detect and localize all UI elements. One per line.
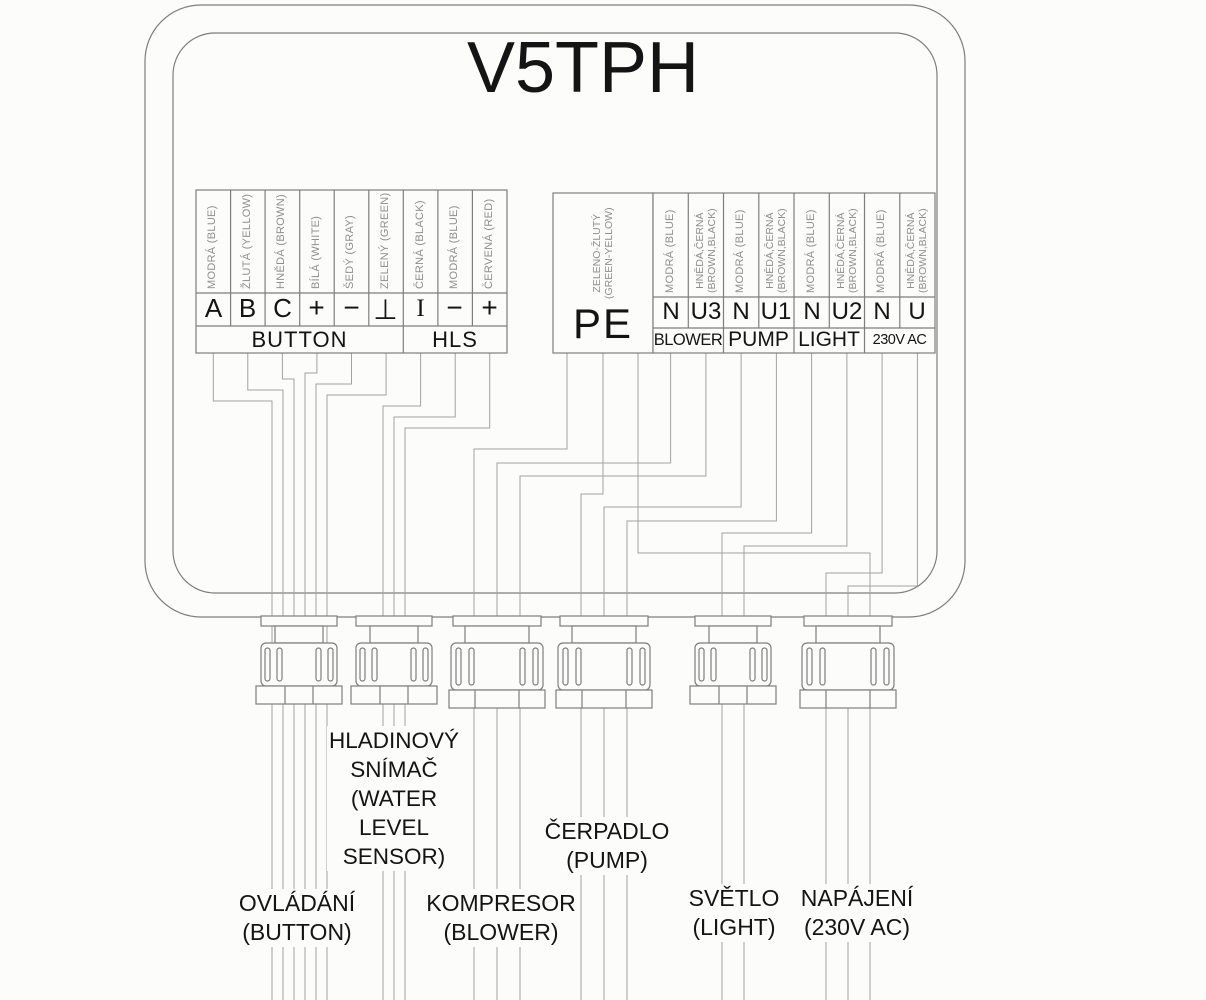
- cable-label-light: SVĚTLO (LIGHT): [679, 884, 789, 942]
- terminal-minus: −: [343, 292, 360, 323]
- group-label-light: LIGHT: [798, 328, 860, 351]
- cable-label-power: NAPÁJENÍ (230V AC): [791, 884, 923, 942]
- terminal-blocks: [195, 189, 936, 354]
- terminal-n: N: [732, 298, 750, 325]
- terminal-c: C: [273, 293, 292, 323]
- cable-label-blower: KOMPRESOR (BLOWER): [424, 889, 578, 947]
- wire-color-label: MODRÁ (BLUE): [664, 209, 676, 293]
- wire-color-label: MODRÁ (BLUE): [805, 209, 817, 293]
- group-label-hls: HLS: [432, 327, 478, 352]
- terminal-minus: −: [446, 292, 463, 323]
- terminal-a: A: [204, 293, 223, 323]
- terminal-u: U: [908, 298, 926, 325]
- wire-color-label: HNĚDÁ,ČERNÁ (BROWN,BLACK): [694, 208, 718, 293]
- wire-color-label: HNĚDÁ (BROWN): [275, 194, 287, 289]
- cable-label-water-level-sensor: HLADINOVÝ SNÍMAČ (WATER LEVEL SENSOR): [327, 726, 461, 871]
- terminal-b: B: [238, 293, 257, 323]
- group-label-blower: BLOWER: [653, 331, 723, 349]
- terminal-pe: PE: [572, 300, 634, 347]
- cable-gland-pump: [555, 615, 653, 709]
- terminal-i: I: [416, 295, 425, 322]
- terminal-u2: U2: [831, 298, 863, 325]
- group-label-230v-ac: 230V AC: [872, 332, 927, 348]
- cable-gland-blower: [448, 615, 546, 709]
- terminal-n: N: [662, 298, 680, 325]
- cable-label-button: OVLÁDÁNÍ (BUTTON): [212, 889, 382, 947]
- wire-color-label: HNĚDÁ,ČERNÁ (BROWN,BLACK): [905, 208, 929, 293]
- wire-color-label: MODRÁ (BLUE): [734, 209, 746, 293]
- cable-gland-water-level: [350, 615, 438, 705]
- terminal-ground: ⊥: [373, 294, 398, 325]
- terminal-u1: U1: [760, 298, 792, 325]
- terminal-n: N: [803, 298, 821, 325]
- cable-gland-light: [689, 615, 777, 705]
- wire-color-label: HNĚDÁ,ČERNÁ (BROWN,BLACK): [764, 208, 788, 293]
- wire-color-label: ŠEDÝ (GRAY): [344, 215, 356, 289]
- wires: [212, 353, 918, 1000]
- cable-gland-power: [799, 615, 897, 709]
- group-label-button: BUTTON: [251, 327, 348, 352]
- group-label-pump: PUMP: [728, 328, 789, 351]
- wire-color-label: ZELENÝ (GREEN): [379, 192, 391, 290]
- wire-color-label: MODRÁ (BLUE): [875, 209, 887, 293]
- pe-terminal-cell: [552, 192, 654, 354]
- wire-color-label: ŽLUTÁ (YELLOW): [241, 193, 253, 289]
- wire-color-label: BÍLÁ (WHITE): [310, 215, 322, 289]
- wire-color-label: ČERVENÁ (RED): [483, 198, 495, 290]
- cable-glands: [255, 615, 897, 709]
- terminal-u3: U3: [690, 298, 722, 325]
- terminal-plus: +: [481, 292, 498, 323]
- wire-color-label-pe: ZELENO-ŽLUTÝ (GREEN-YELLOW): [591, 207, 615, 299]
- terminal-n: N: [873, 298, 891, 325]
- wire-color-label: MODRÁ (BLUE): [206, 205, 218, 289]
- wire-color-label: HNĚDÁ,ČERNÁ (BROWN,BLACK): [835, 208, 859, 293]
- terminal-plus: +: [308, 292, 325, 323]
- cable-label-pump: ČERPADLO (PUMP): [527, 817, 687, 875]
- enclosure-outline: [144, 4, 966, 618]
- cable-gland-button: [255, 615, 343, 705]
- wire-color-label: ČERNÁ (BLACK): [414, 200, 426, 289]
- diagram-title: V5TPH: [466, 28, 700, 108]
- wire-color-label: MODRÁ (BLUE): [448, 205, 460, 289]
